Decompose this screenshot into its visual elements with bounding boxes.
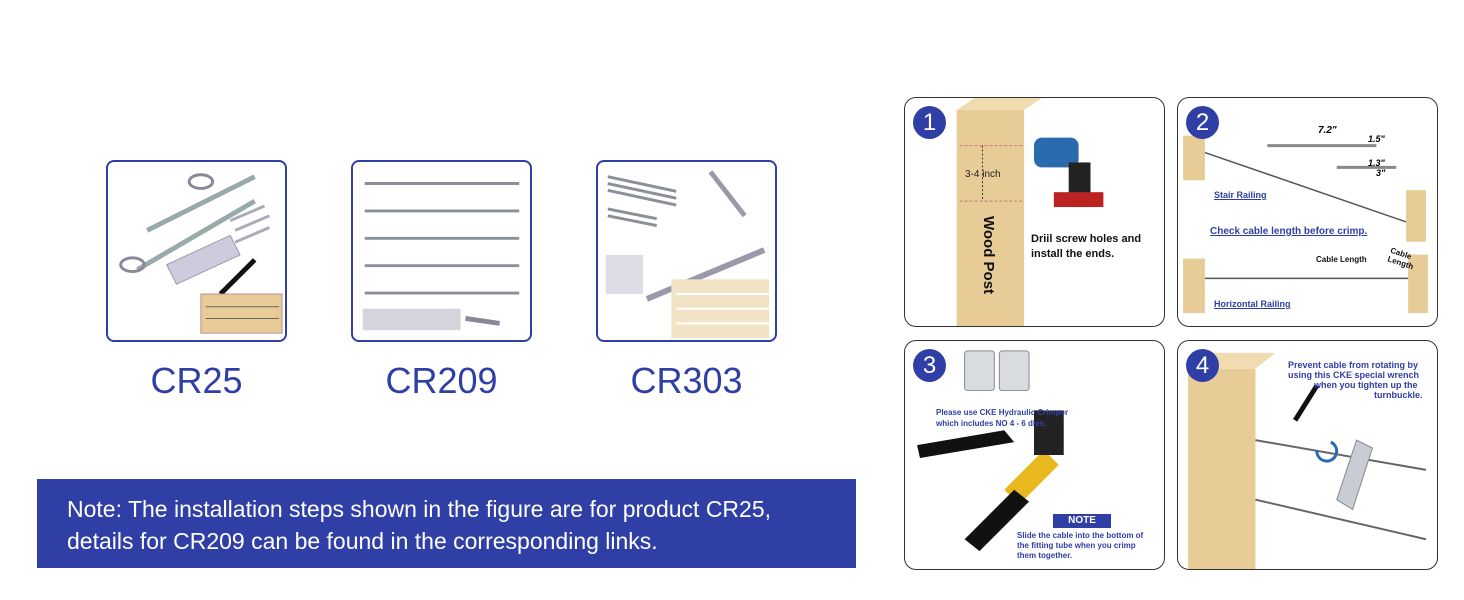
step-3-badge: 3 — [913, 349, 946, 382]
step-1-badge: 1 — [913, 106, 946, 139]
step-2-stair-label: Stair Railing — [1214, 190, 1267, 200]
step-2-illustration — [1183, 135, 1428, 314]
step-1-instruction-2: install the ends. — [1031, 248, 1115, 260]
step-2-dim-d: 3" — [1376, 168, 1386, 178]
step-3-illustration — [917, 350, 1064, 552]
step-4-tip-line-4: turnbuckle. — [1374, 390, 1423, 400]
step-2-badge: 2 — [1186, 106, 1219, 139]
step-3-crimper-line-1: Please use CKE Hydraulic Crimper — [936, 408, 1069, 417]
step-2-dim-c: 1.3" — [1368, 158, 1385, 168]
note-banner: Note: The installation steps shown in th… — [37, 479, 856, 568]
product-card-cr25[interactable] — [106, 160, 287, 342]
product-label-cr209: CR209 — [385, 360, 498, 401]
step-1-post-label: Wood Post — [980, 216, 997, 295]
step-1-illustration — [956, 98, 1104, 326]
step-panel-1: 1 3-4 inch Wood Post Driil screw holes a… — [904, 97, 1165, 327]
step-3-slide-line-3: them together. — [1017, 551, 1073, 560]
product-card-cr303[interactable] — [596, 160, 777, 342]
step-1-instruction-1: Driil screw holes and — [1031, 233, 1142, 245]
note-line-1: Note: The installation steps shown in th… — [67, 496, 772, 522]
cr303-kit-image — [605, 170, 770, 339]
step-4-badge: 4 — [1186, 349, 1219, 382]
product-card-cr209[interactable] — [351, 160, 532, 342]
step-2-horizontal-label: Horizontal Railing — [1214, 299, 1291, 309]
product-label-cr25: CR25 — [150, 360, 243, 401]
step-panel-4: 4 Prevent cable from rotating by using t… — [1177, 340, 1438, 570]
cr25-kit-image — [119, 173, 283, 334]
step-4-tip-line-2: using this CKE special wrench — [1288, 370, 1420, 380]
step-4-illustration — [1188, 352, 1427, 569]
cr209-kit-image — [362, 182, 520, 331]
product-label-cr303: CR303 — [630, 360, 743, 401]
step-3-note-badge: NOTE — [1053, 514, 1111, 528]
step-2-cable-length-1: Cable Length — [1316, 255, 1367, 264]
step-3-crimper-line-2: which includes NO 4 - 6 dies. — [936, 419, 1047, 428]
step-4-tip-line-1: Prevent cable from rotating by — [1288, 360, 1419, 370]
step-2-dim-b: 1.5" — [1368, 134, 1385, 144]
step-4-tip-line-3: when you tighten up the — [1314, 380, 1418, 390]
step-3-slide-line-1: Slide the cable into the bottom of — [1017, 531, 1144, 540]
note-line-2: details for CR209 can be found in the co… — [67, 528, 658, 554]
step-2-check-label: Check cable length before crimp. — [1210, 226, 1368, 237]
step-3-slide-line-2: the fitting tube when you crimp — [1017, 541, 1136, 550]
step-panel-3: 3 Please use CKE Hydraulic Crimper which… — [904, 340, 1165, 570]
step-1-dimension: 3-4 inch — [965, 169, 1001, 180]
step-panel-2: 2 7.2" 1.5" 1.3" 3" Stair Railing Check … — [1177, 97, 1438, 327]
step-2-dim-a: 7.2" — [1318, 125, 1337, 136]
